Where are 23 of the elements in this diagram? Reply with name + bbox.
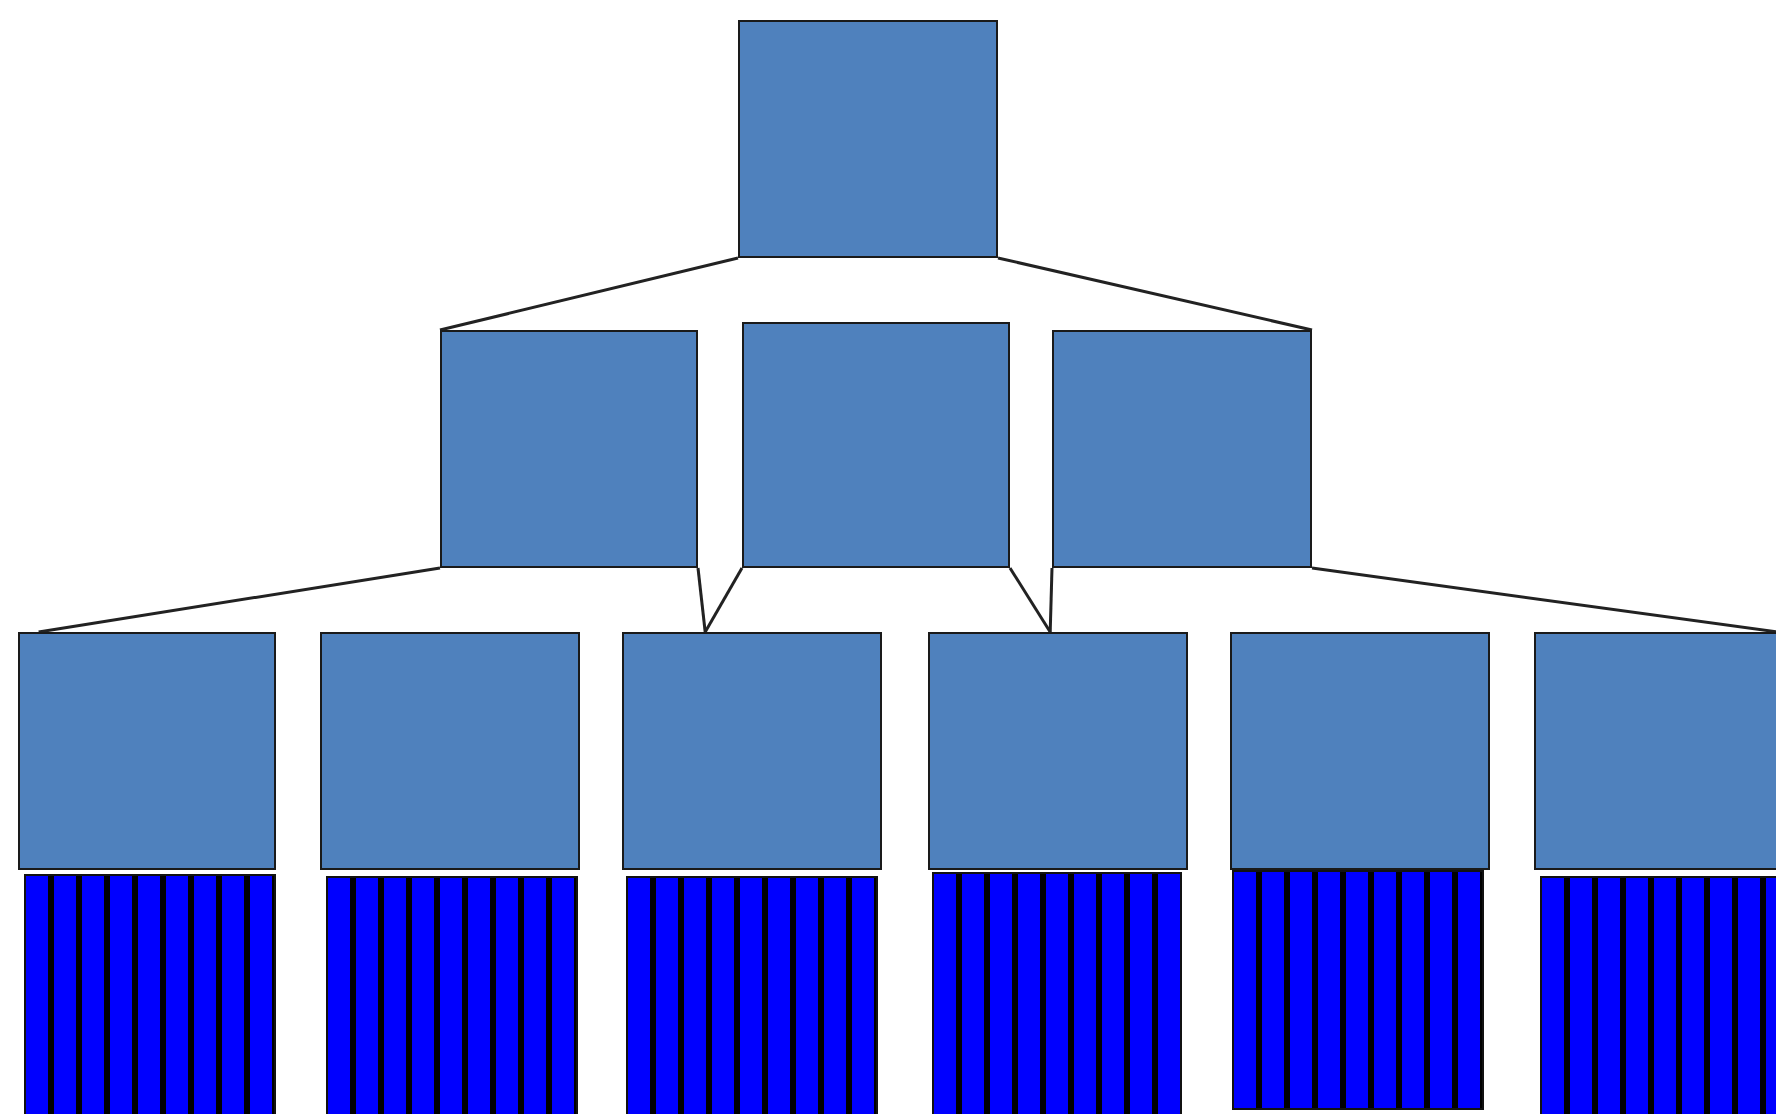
connector-line — [696, 567, 707, 633]
striped-bar — [1232, 870, 1484, 1110]
process-box — [738, 20, 998, 258]
striped-bar — [626, 876, 878, 1114]
striped-bar — [932, 872, 1182, 1114]
process-box — [440, 330, 698, 568]
connector-line — [1008, 567, 1052, 633]
connector-line — [1048, 567, 1054, 633]
striped-bar — [24, 874, 276, 1114]
striped-bar — [1540, 876, 1776, 1114]
connector-line — [38, 566, 441, 634]
process-box — [1052, 330, 1312, 568]
process-box — [622, 632, 882, 870]
connector-line — [703, 567, 744, 633]
connector-line — [997, 256, 1313, 332]
connector-line — [439, 256, 739, 332]
process-box — [742, 322, 1010, 568]
process-box — [1230, 632, 1490, 870]
process-box — [18, 632, 276, 870]
process-box — [928, 632, 1188, 870]
striped-bar — [326, 876, 578, 1114]
process-box — [1534, 632, 1776, 870]
process-box — [320, 632, 580, 870]
